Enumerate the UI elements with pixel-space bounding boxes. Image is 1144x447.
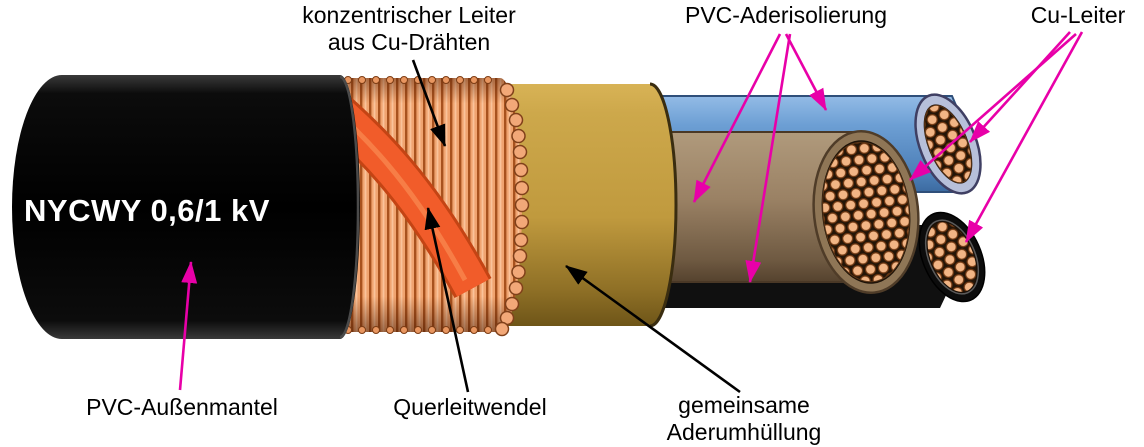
- label-pvc-core-insulation: PVC-Aderisolierung: [685, 2, 887, 28]
- concentric-conductor-layer: [330, 76, 530, 337]
- label-concentric-conductor-line2: aus Cu-Drähten: [327, 29, 491, 55]
- label-concentric-conductor-line1: konzentrischer Leiter: [302, 2, 516, 28]
- arrow-cu-brown-core: [909, 33, 1077, 181]
- arrow-helix: [424, 207, 470, 393]
- arrow-insulation-black: [745, 33, 792, 283]
- core-blue-cut-end: [914, 93, 982, 195]
- arrow-cu-black-core: [964, 31, 1084, 243]
- outer-sheath: [12, 75, 360, 339]
- wire-bottom-dots: [344, 326, 492, 334]
- sheath-cut-edge: [339, 75, 360, 339]
- label-pvc-outer-sheath: PVC-Außenmantel: [86, 394, 278, 420]
- label-common-covering-line1: gemeinsame: [678, 392, 810, 418]
- label-concentric-conductor: konzentrischer Leiter aus Cu-Drähten: [283, 2, 535, 56]
- label-common-covering: gemeinsame Aderumhüllung: [624, 392, 864, 446]
- arrow-cu-blue-core: [969, 31, 1071, 143]
- black-arrows: [411, 59, 741, 394]
- magenta-arrows: [178, 31, 1084, 391]
- label-transverse-helix: Querleitwendel: [393, 394, 547, 420]
- cable-type-marking: NYCWY 0,6/1 kV: [24, 193, 270, 228]
- label-common-covering-line2: Aderumhüllung: [666, 419, 822, 445]
- covering-inner-edge: [649, 82, 678, 328]
- arrow-insulation-blue: [784, 33, 828, 111]
- arrow-covering: [565, 264, 741, 394]
- core-brown-cut-end: [812, 130, 920, 294]
- arrow-concentric-conductor: [411, 59, 447, 147]
- common-covering-layer: [490, 82, 678, 328]
- label-cu-conductor: Cu-Leiter: [1030, 2, 1126, 28]
- arrow-outer-sheath: [178, 261, 198, 391]
- arrow-insulation-brown: [692, 33, 782, 203]
- core-brown: [649, 130, 920, 294]
- wire-end-dots: [494, 82, 530, 337]
